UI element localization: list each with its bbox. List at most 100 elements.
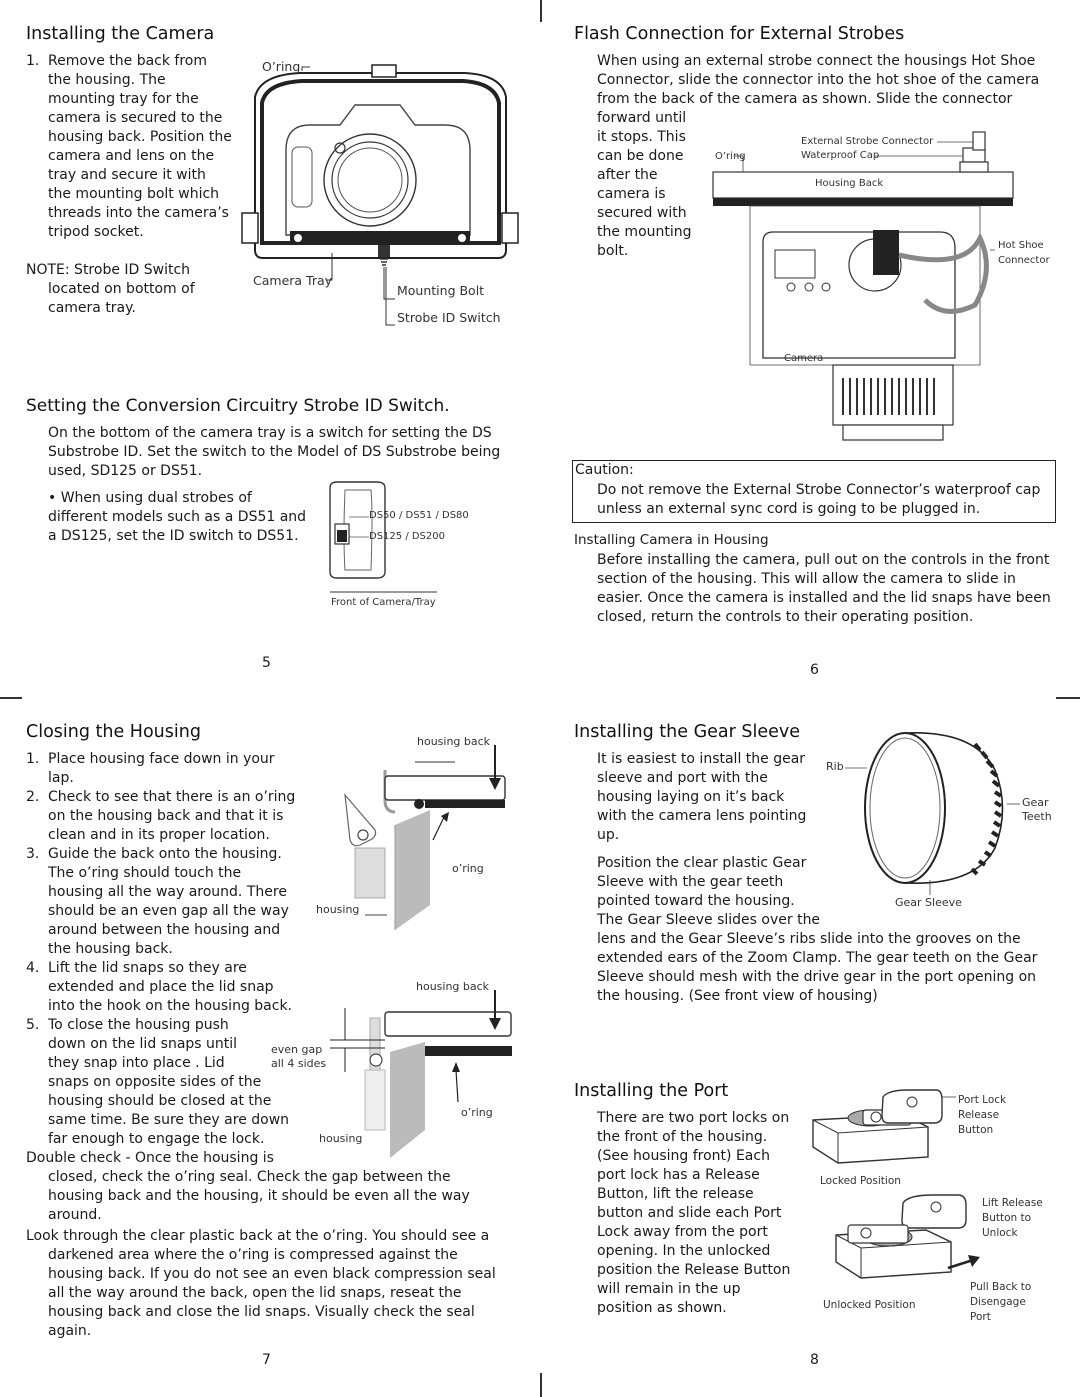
paragraph-line: lens and the Gear Sleeve’s ribs slide in… bbox=[597, 931, 1021, 947]
label-mounting-bolt: Mounting Bolt bbox=[397, 283, 485, 298]
pull-back-line: Port bbox=[970, 1311, 991, 1323]
double-check-line: closed, check the o’ring seal. Check the… bbox=[48, 1169, 451, 1185]
dual-strobe-bullet: • When using dual strobes of different m… bbox=[48, 489, 318, 546]
paragraph-line: can be done bbox=[597, 148, 684, 164]
paragraph-line: section of the housing. This will allow … bbox=[597, 571, 1016, 587]
paragraph-line: used, SD125 or DS51. bbox=[48, 463, 203, 479]
step-line: should be an even gap all the way bbox=[48, 903, 289, 919]
paragraph-line: from the back of the camera as shown. Sl… bbox=[597, 91, 1013, 107]
strobe-id-paragraph: On the bottom of the camera tray is a sw… bbox=[48, 424, 518, 481]
port-paragraph: There are two port locks on the front of… bbox=[597, 1109, 807, 1318]
paragraph-line: will remain in the up bbox=[597, 1281, 741, 1297]
step-number: 3. bbox=[26, 846, 40, 862]
step-line: same time. Be sure they are down bbox=[48, 1112, 290, 1128]
paragraph-line: housing laying on it’s back bbox=[597, 789, 785, 805]
paragraph-line: position as shown. bbox=[597, 1300, 727, 1316]
gear-paragraph-2: Position the clear plastic Gear Sleeve w… bbox=[597, 854, 1057, 1006]
step-line: threads into the camera’s bbox=[48, 205, 229, 221]
gear-sleeve-illustration bbox=[845, 732, 1020, 895]
step-line: camera and lens on the bbox=[48, 148, 215, 164]
install-housing-paragraph: Before installing the camera, pull out o… bbox=[597, 551, 1057, 627]
pull-back-line: Disengage bbox=[970, 1296, 1026, 1308]
note-line: camera tray. bbox=[48, 300, 136, 316]
lift-release-line: Unlock bbox=[982, 1227, 1018, 1239]
caution-line: Do not remove the External Strobe Connec… bbox=[597, 482, 1041, 498]
step-line: housing all the way around. There bbox=[48, 884, 287, 900]
port-lock-line: Port Lock bbox=[958, 1094, 1007, 1106]
step-number: 2. bbox=[26, 789, 40, 805]
note-line: located on bottom of bbox=[48, 281, 195, 297]
paragraph-line: darkened area where the o’ring is compre… bbox=[48, 1247, 458, 1263]
label-connector: Connector bbox=[998, 255, 1050, 266]
flash-paragraph: When using an external strobe connect th… bbox=[597, 52, 1057, 261]
crop-mark-top bbox=[540, 0, 542, 22]
port-lock-line: Release bbox=[958, 1109, 1000, 1121]
label-locked-position: Locked Position bbox=[820, 1175, 901, 1187]
bullet-line: • When using dual strobes of bbox=[48, 490, 252, 506]
paragraph-line: Substrobe ID. Set the switch to the Mode… bbox=[48, 444, 501, 460]
paragraph-line: position the Release Button bbox=[597, 1262, 791, 1278]
label-waterproof-cap: Waterproof Cap bbox=[801, 150, 880, 161]
label-camera-tray: Camera Tray bbox=[253, 273, 333, 288]
paragraph-line: bolt. bbox=[597, 243, 629, 259]
paragraph-line: Position the clear plastic Gear bbox=[597, 855, 807, 871]
step-line: they snap into place . Lid bbox=[48, 1055, 225, 1071]
hot-shoe-connector-illustration bbox=[712, 131, 1014, 441]
heading-strobe-id: Setting the Conversion Circuitry Strobe … bbox=[26, 396, 450, 416]
paragraph-line: housing back. If you do not see an even … bbox=[48, 1266, 496, 1282]
paragraph-line: forward until bbox=[597, 110, 687, 126]
double-check-line: around. bbox=[48, 1207, 102, 1223]
paragraph-line: all the way around the back, open the li… bbox=[48, 1285, 462, 1301]
step-number: 1. bbox=[26, 53, 40, 69]
double-check-line: housing back and the housing, it should … bbox=[48, 1188, 470, 1204]
label-gear: Gear bbox=[1022, 796, 1049, 809]
paragraph-line: Look through the clear plastic back at t… bbox=[26, 1228, 490, 1244]
paragraph-line: Connector, slide the connector into the … bbox=[597, 72, 1040, 88]
crop-mark-bottom bbox=[540, 1373, 542, 1397]
paragraph-line: button and slide each Port bbox=[597, 1205, 782, 1221]
step-line: clean and in its proper location. bbox=[48, 827, 270, 843]
paragraph-line: pointed toward the housing. bbox=[597, 893, 795, 909]
paragraph-line: camera is bbox=[597, 186, 666, 202]
pull-back-line: Pull Back to bbox=[970, 1281, 1032, 1293]
label-pull-back: Pull Back to Disengage Port bbox=[970, 1280, 1031, 1325]
paragraph-line: extended ears of the Zoom Clamp. The gea… bbox=[597, 950, 1038, 966]
step-line: the mounting bolt which bbox=[48, 186, 220, 202]
paragraph-line: It is easiest to install the gear bbox=[597, 751, 806, 767]
port-lock-illustration bbox=[812, 1089, 980, 1279]
label-even-gap: even gap bbox=[271, 1043, 323, 1056]
label-oring-2: o’ring bbox=[461, 1106, 493, 1119]
step-line: Check to see that there is an o’ring bbox=[48, 789, 296, 805]
label-gear-sleeve: Gear Sleeve bbox=[895, 896, 962, 909]
label-oring-1: o’ring bbox=[452, 862, 484, 875]
paragraph-line: closed, return the controls to their ope… bbox=[597, 609, 974, 625]
crop-mark-left bbox=[0, 697, 22, 699]
step-number: 5. bbox=[26, 1017, 40, 1033]
paragraph-line: Button, lift the release bbox=[597, 1186, 754, 1202]
double-check-label: Double check bbox=[26, 1150, 122, 1166]
caution-line: unless an external sync cord is going to… bbox=[597, 501, 981, 517]
step-line: the housing back. bbox=[48, 941, 173, 957]
look-paragraph: Look through the clear plastic back at t… bbox=[26, 1227, 516, 1341]
label-lift-release: Lift Release Button to Unlock bbox=[982, 1196, 1043, 1241]
step-line: Place housing face down in your bbox=[48, 751, 275, 767]
step-line: the housing. The bbox=[48, 72, 166, 88]
label-front-of-camera-tray: Front of Camera/Tray bbox=[331, 597, 436, 608]
paragraph-line: after the bbox=[597, 167, 658, 183]
label-ds50-ds51-ds80: DS50 / DS51 / DS80 bbox=[369, 510, 469, 521]
step-line: housing back. Position the bbox=[48, 129, 232, 145]
paragraph-line: port lock has a Release bbox=[597, 1167, 760, 1183]
paragraph-line: The Gear Sleeve slides over the bbox=[597, 912, 821, 928]
paragraph-line: When using an external strobe connect th… bbox=[597, 53, 1036, 69]
double-check-text: - Once the housing is bbox=[121, 1150, 274, 1166]
label-port-lock: Port Lock Release Button bbox=[958, 1093, 1006, 1138]
label-camera: Camera bbox=[784, 353, 824, 364]
label-housing-2: housing bbox=[319, 1132, 363, 1145]
page-number-6: 6 bbox=[810, 662, 819, 678]
step-number: 1. bbox=[26, 751, 40, 767]
lid-snap-closed-illustration bbox=[330, 990, 512, 1158]
step-line: Remove the back from bbox=[48, 53, 207, 69]
paragraph-line: the housing. (See front view of housing) bbox=[597, 988, 878, 1004]
paragraph-line: Sleeve should mesh with the drive gear i… bbox=[597, 969, 1037, 985]
lift-release-line: Lift Release bbox=[982, 1197, 1043, 1209]
